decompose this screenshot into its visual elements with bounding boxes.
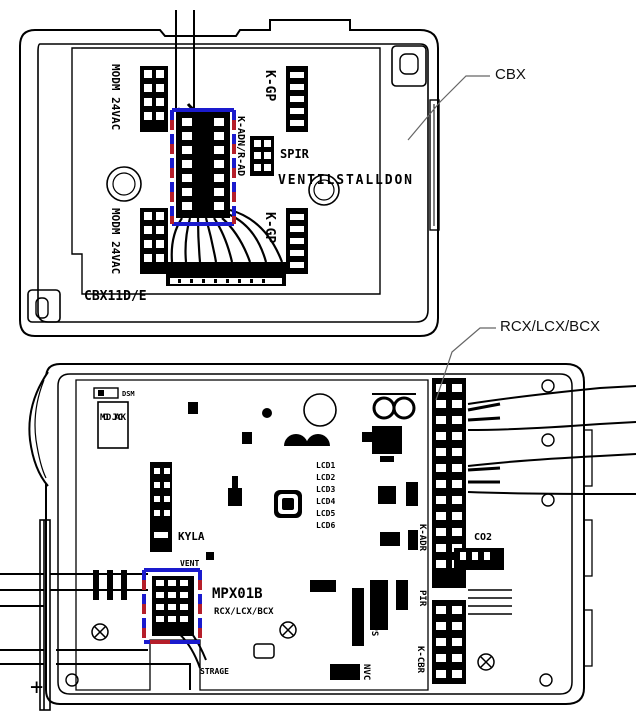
- rcx-label-lcd5: LCD5: [316, 509, 335, 518]
- cbx-highlight-box: [170, 108, 236, 226]
- cbx-label-ventil: VENTILSTALLDON: [278, 173, 412, 188]
- cbx-label-left-bottom: MODM 24VAC: [109, 208, 122, 274]
- rcx-label-nvc: NVC: [361, 664, 371, 680]
- rcx-label-co2: CO2: [474, 532, 492, 543]
- rcx-connector-vent: [150, 526, 172, 552]
- cbx-housing: [19, 19, 440, 337]
- rcx-connector-kyla: [150, 462, 172, 532]
- cbx-connector-k-gp-bottom: [286, 208, 308, 274]
- rcx-label-mps: MPS: [369, 620, 379, 636]
- rcx-label-lcd1: LCD1: [316, 461, 335, 470]
- rcx-label-k-cbr: K-CBR: [415, 646, 425, 674]
- rcx-label-sub: RCX/LCX/BCX: [214, 607, 274, 617]
- rcx-label-pir: PIR: [417, 590, 427, 607]
- rcx-label-plus: +: [30, 675, 43, 700]
- rcx-label-lcd3: LCD3: [316, 485, 335, 494]
- rcx-terminal-strip-lower: [432, 600, 466, 684]
- cbx-label-center-connector: K-ADN/R-AD: [235, 116, 246, 176]
- callout-cbx: CBX: [495, 66, 526, 83]
- rcx-callout-leader: [435, 327, 496, 401]
- rcx-relay: [362, 426, 402, 462]
- rcx-label-lcd2: LCD2: [316, 473, 335, 482]
- rcx-highlight-box: [142, 568, 202, 644]
- rcx-label-kyla: KYLA: [178, 530, 205, 543]
- rcx-highlight-connector: [152, 576, 194, 636]
- rcx-co2-module: [454, 548, 504, 570]
- callout-rcx-lcx-bcx: RCX/LCX/BCX: [500, 318, 601, 335]
- rcx-mps-component: [253, 580, 364, 680]
- rcx-label-vent: VENT: [180, 559, 199, 568]
- rcx-label-lcd4: LCD4: [316, 497, 335, 506]
- rcx-label-strage: STRAGE: [200, 667, 229, 676]
- cbx-label-left-top: MODM 24VAC: [109, 64, 122, 130]
- rcx-sensor-dome: [28, 371, 49, 487]
- cbx-center-connector: [176, 112, 230, 218]
- rcx-label-dsm: DSM: [122, 390, 135, 398]
- cbx-connector-left-top: [140, 66, 168, 132]
- rcx-label-k-adr: K-ADR: [417, 524, 427, 552]
- rcx-led-column: [274, 490, 302, 518]
- cbx-label-k-gp-top: K-GP: [262, 70, 277, 101]
- cbx-connector-k-gp-top: [286, 66, 308, 132]
- rcx-small-connectors: [370, 482, 418, 630]
- cbx-callout-leader: [407, 75, 490, 141]
- rcx-dsm-component: [93, 387, 119, 399]
- rcx-pir-wires: [468, 589, 512, 615]
- rcx-mod-jack: [97, 401, 129, 449]
- cbx-label-k-gp-bottom: K-GP: [262, 212, 277, 243]
- rcx-smd-parts: [188, 402, 272, 560]
- rcx-output-cables: [467, 385, 636, 495]
- cbx-connector-spir: [250, 136, 274, 176]
- cbx-incoming-cable: [175, 10, 221, 126]
- rcx-label-lcd6: LCD6: [316, 521, 335, 530]
- rcx-label-model: MPX01B: [212, 586, 263, 602]
- rcx-buzzer: [372, 393, 416, 420]
- cbx-label-spir: SPIR: [280, 147, 310, 161]
- rcx-screws: [91, 621, 495, 671]
- rcx-transistors: [284, 393, 337, 446]
- cbx-label-model: CBX11D/E: [84, 289, 147, 304]
- cbx-pcb: [71, 47, 381, 295]
- rcx-left-bracket: [0, 519, 51, 711]
- cbx-connector-left-bottom: [140, 208, 168, 274]
- rcx-label-mod-jack: MOD JACK: [100, 413, 127, 423]
- cbx-bottom-terminal: [166, 262, 286, 286]
